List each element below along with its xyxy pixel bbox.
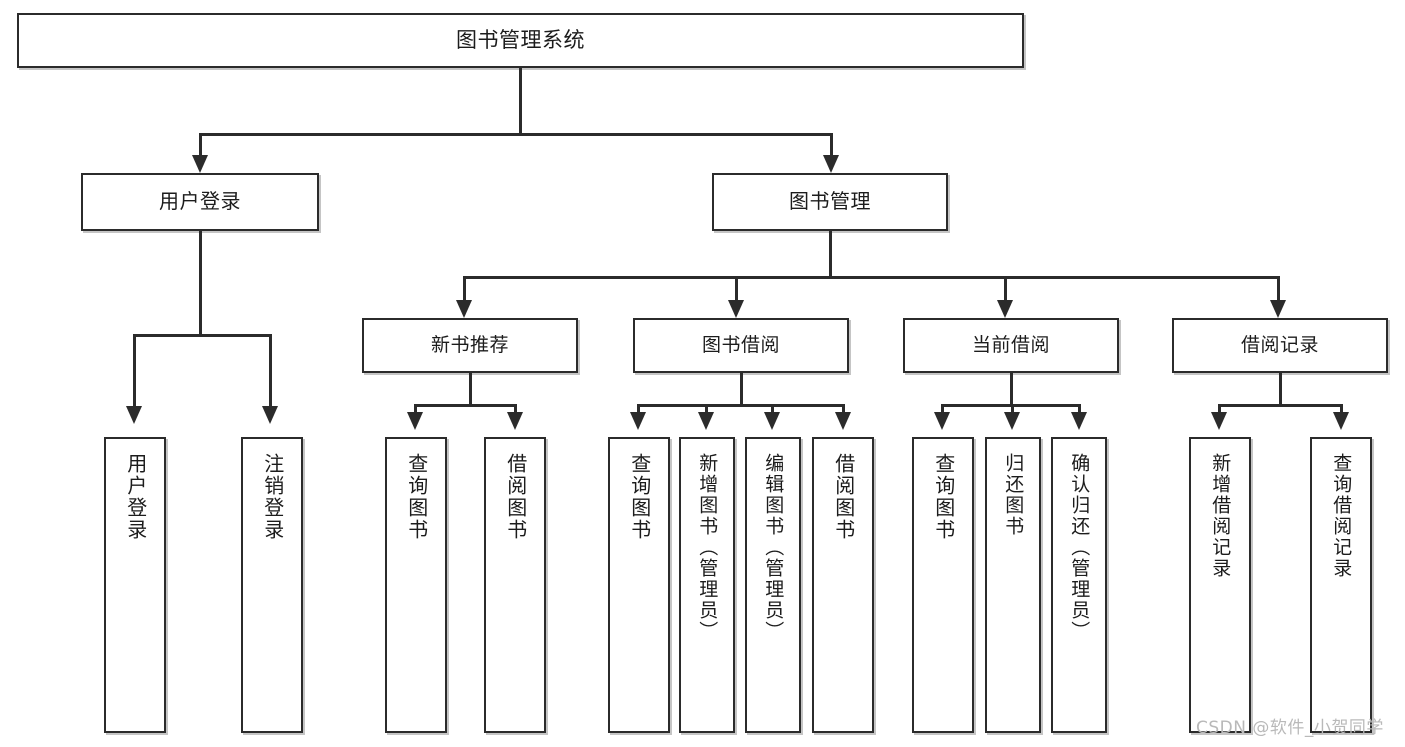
arrowhead-leaf-query-book-2 — [630, 412, 646, 430]
arrowhead-leaf-query-book-1 — [407, 412, 423, 430]
connector-book-borrow-b3 — [771, 404, 774, 414]
node-label: 用户登录 — [123, 453, 148, 541]
arrowhead-borrow-record — [1270, 300, 1286, 318]
node-label: 确认归还（管理员） — [1068, 453, 1091, 642]
connector-book-borrow-stem — [740, 373, 743, 407]
arrowhead-leaf-logout-login — [262, 406, 278, 424]
connector-user-login-left — [133, 334, 136, 408]
connector-root-bar — [199, 133, 833, 136]
node-label: 图书管理 — [789, 189, 871, 214]
arrowhead-new-book-recommend — [456, 300, 472, 318]
connector-book-manage-bar — [463, 276, 1280, 279]
connector-current-borrow-b3 — [1078, 404, 1081, 414]
csdn-watermark: CSDN @软件_小贺同学 — [1196, 718, 1384, 738]
leaf-return-book[interactable]: 归还图书 — [985, 437, 1041, 733]
node-current-borrow[interactable]: 当前借阅 — [903, 318, 1119, 373]
arrowhead-leaf-confirm-return — [1071, 412, 1087, 430]
leaf-borrow-book-1[interactable]: 借阅图书 — [484, 437, 546, 733]
node-label: 当前借阅 — [971, 334, 1050, 357]
node-book-borrow[interactable]: 图书借阅 — [633, 318, 849, 373]
connector-current-borrow-b2 — [1011, 404, 1014, 414]
node-label: 归还图书 — [1002, 453, 1025, 537]
leaf-logout-login[interactable]: 注销登录 — [241, 437, 303, 733]
connector-borrow-record-left — [1218, 404, 1221, 414]
arrowhead-leaf-query-book-3 — [934, 412, 950, 430]
leaf-query-book-1[interactable]: 查询图书 — [385, 437, 447, 733]
arrowhead-leaf-return-book — [1004, 412, 1020, 430]
connector-root-to-user-login — [199, 133, 202, 158]
connector-book-manage-stem — [829, 231, 832, 279]
node-borrow-record[interactable]: 借阅记录 — [1172, 318, 1388, 373]
arrowhead-to-book-manage — [823, 155, 839, 173]
connector-to-current-borrow — [1004, 276, 1007, 302]
leaf-edit-book[interactable]: 编辑图书（管理员） — [745, 437, 801, 733]
connector-current-borrow-b1 — [941, 404, 944, 414]
leaf-add-book[interactable]: 新增图书（管理员） — [679, 437, 735, 733]
node-label: 用户登录 — [159, 189, 241, 214]
arrowhead-book-borrow — [728, 300, 744, 318]
node-label: 借阅图书 — [503, 453, 528, 541]
node-label: 借阅记录 — [1240, 334, 1319, 357]
node-label: 注销登录 — [260, 453, 285, 541]
connector-book-borrow-b1 — [637, 404, 640, 414]
connector-new-book-right — [514, 404, 517, 414]
connector-new-book-bar — [414, 404, 517, 407]
node-label: 新增图书（管理员） — [696, 453, 719, 642]
leaf-confirm-return[interactable]: 确认归还（管理员） — [1051, 437, 1107, 733]
arrowhead-leaf-add-record — [1211, 412, 1227, 430]
connector-user-login-bar — [133, 334, 271, 337]
node-label: 新增借阅记录 — [1209, 453, 1232, 579]
connector-book-borrow-b4 — [842, 404, 845, 414]
node-label: 查询图书 — [931, 453, 956, 541]
arrowhead-leaf-borrow-book-1 — [507, 412, 523, 430]
connector-new-book-stem — [469, 373, 472, 407]
connector-to-book-borrow — [735, 276, 738, 302]
node-label: 查询图书 — [404, 453, 429, 541]
node-label: 借阅图书 — [831, 453, 856, 541]
connector-root-to-book-manage — [830, 133, 833, 158]
connector-user-login-right — [269, 334, 272, 408]
arrowhead-to-user-login — [192, 155, 208, 173]
arrowhead-leaf-edit-book — [764, 412, 780, 430]
node-label: 图书借阅 — [701, 334, 780, 357]
node-label: 查询借阅记录 — [1330, 453, 1353, 579]
leaf-add-record[interactable]: 新增借阅记录 — [1189, 437, 1251, 733]
connector-new-book-left — [414, 404, 417, 414]
connector-root-stem — [519, 68, 522, 135]
leaf-query-book-3[interactable]: 查询图书 — [912, 437, 974, 733]
leaf-borrow-book-2[interactable]: 借阅图书 — [812, 437, 874, 733]
node-label: 新书推荐 — [430, 334, 509, 357]
connector-book-borrow-b2 — [705, 404, 708, 414]
connector-user-login-stem — [199, 231, 202, 337]
node-root-system[interactable]: 图书管理系统 — [17, 13, 1024, 68]
connector-to-borrow-record — [1277, 276, 1280, 302]
connector-current-borrow-stem — [1010, 373, 1013, 407]
arrowhead-leaf-borrow-book-2 — [835, 412, 851, 430]
node-new-book-recommend[interactable]: 新书推荐 — [362, 318, 578, 373]
arrowhead-leaf-user-login — [126, 406, 142, 424]
arrowhead-current-borrow — [997, 300, 1013, 318]
connector-to-new-book-recommend — [463, 276, 466, 302]
leaf-query-record[interactable]: 查询借阅记录 — [1310, 437, 1372, 733]
leaf-query-book-2[interactable]: 查询图书 — [608, 437, 670, 733]
connector-borrow-record-right — [1340, 404, 1343, 414]
connector-borrow-record-bar — [1218, 404, 1343, 407]
connector-borrow-record-stem — [1279, 373, 1282, 407]
connector-book-borrow-bar — [637, 404, 845, 407]
node-label: 查询图书 — [627, 453, 652, 541]
leaf-user-login[interactable]: 用户登录 — [104, 437, 166, 733]
arrowhead-leaf-query-record — [1333, 412, 1349, 430]
node-label: 图书管理系统 — [456, 28, 585, 53]
node-user-login[interactable]: 用户登录 — [81, 173, 319, 231]
node-label: 编辑图书（管理员） — [762, 453, 785, 642]
node-book-manage[interactable]: 图书管理 — [712, 173, 948, 231]
arrowhead-leaf-add-book — [698, 412, 714, 430]
